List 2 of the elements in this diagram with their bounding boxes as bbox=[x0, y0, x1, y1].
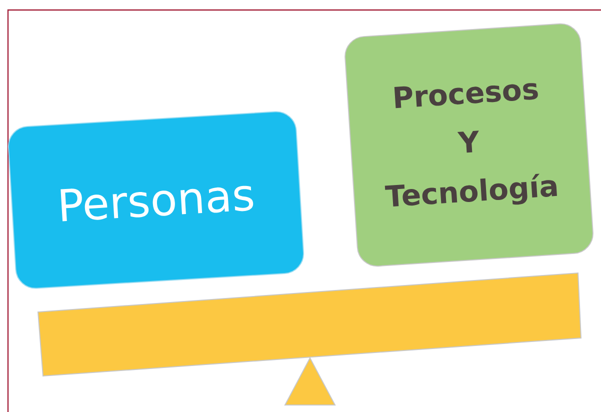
label-box: Procesos Y Tecnología bbox=[344, 23, 594, 267]
label-box: Personas bbox=[8, 111, 304, 289]
